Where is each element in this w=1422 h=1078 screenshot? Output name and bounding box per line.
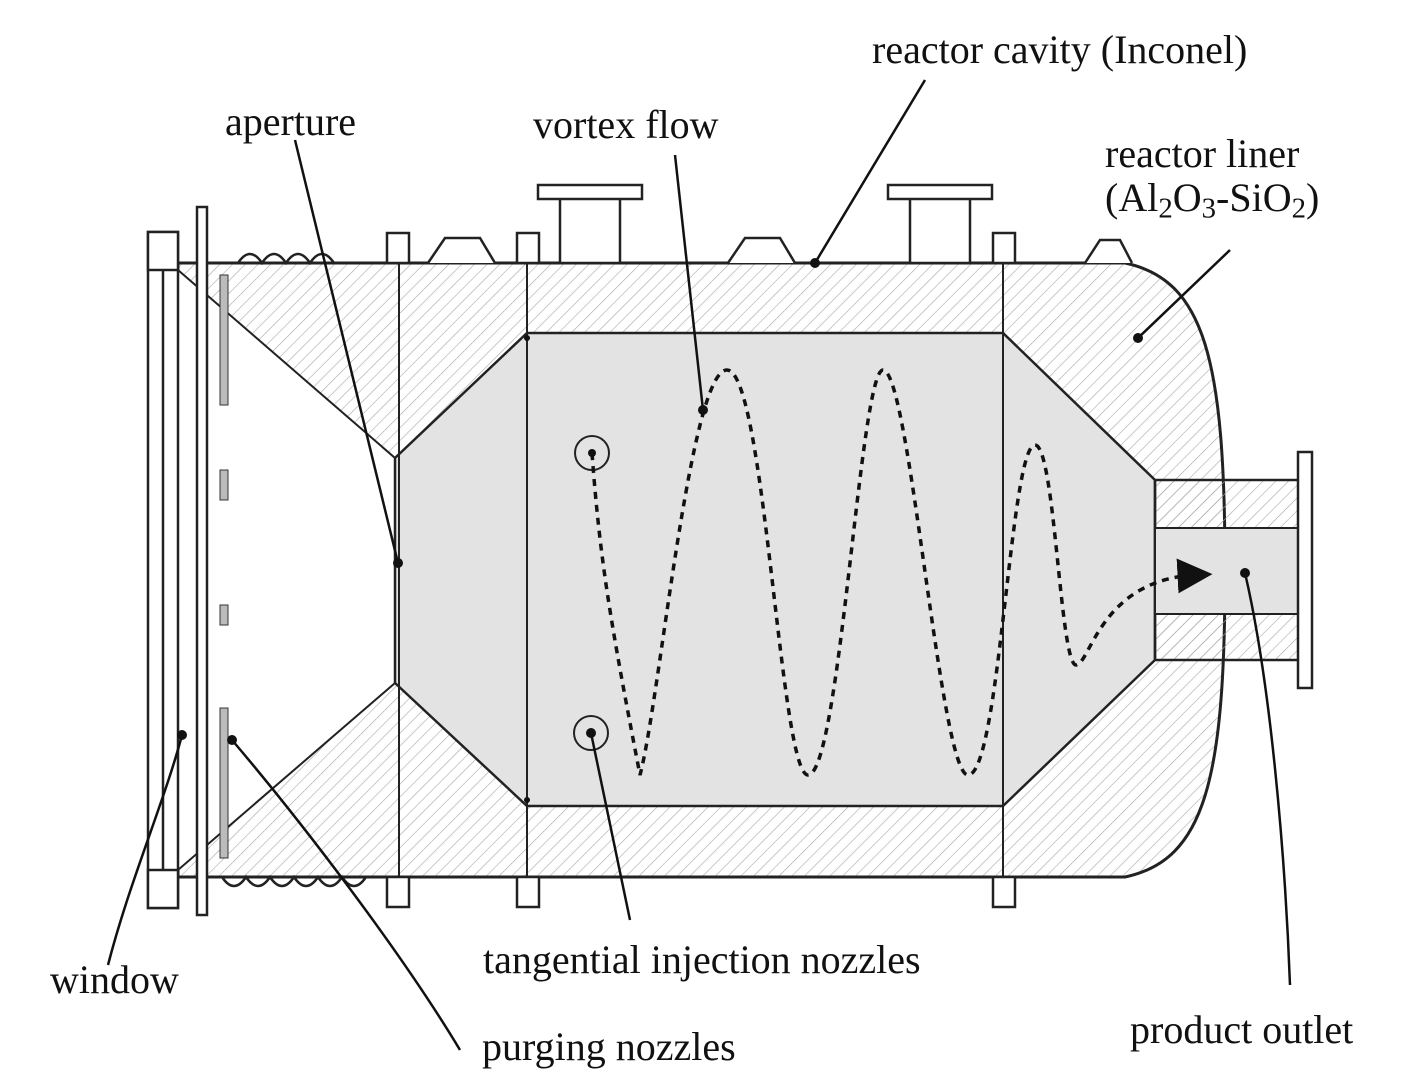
liner-sub-a: 2 [1158,192,1173,225]
section-lines [398,263,1004,877]
liner-sub-c: 2 [1291,192,1307,225]
label-reactor-liner: reactor liner [1105,131,1300,176]
label-reactor-cavity: reactor cavity (Inconel) [872,27,1248,72]
label-window: window [50,957,179,1002]
liner-material-mid-b: -SiO [1216,175,1292,220]
liner-material-suffix: ) [1306,175,1320,220]
top-ports [426,183,1134,265]
product-outlet-tube [1153,450,1314,690]
leader-dots [177,258,1250,803]
flanges [385,231,1017,909]
label-product-outlet: product outlet [1130,1007,1354,1052]
liner-material-prefix: (Al [1105,175,1159,220]
label-tangential-injection-nozzles: tangential injection nozzles [483,937,921,982]
label-reactor-liner-material: (Al2O3-SiO2) [1105,178,1319,223]
label-vortex-flow: vortex flow [533,102,719,147]
label-purging-nozzles: purging nozzles [482,1024,736,1069]
liner-material-mid-a: O [1172,175,1202,220]
purging-nozzles-rod [219,274,229,859]
liner-sub-b: 3 [1201,192,1217,225]
leader-lines [106,79,1292,1051]
label-aperture: aperture [225,99,357,144]
reactor-cavity [393,331,1157,808]
window-frame [146,205,209,917]
vortex-flow-path [590,368,1213,777]
